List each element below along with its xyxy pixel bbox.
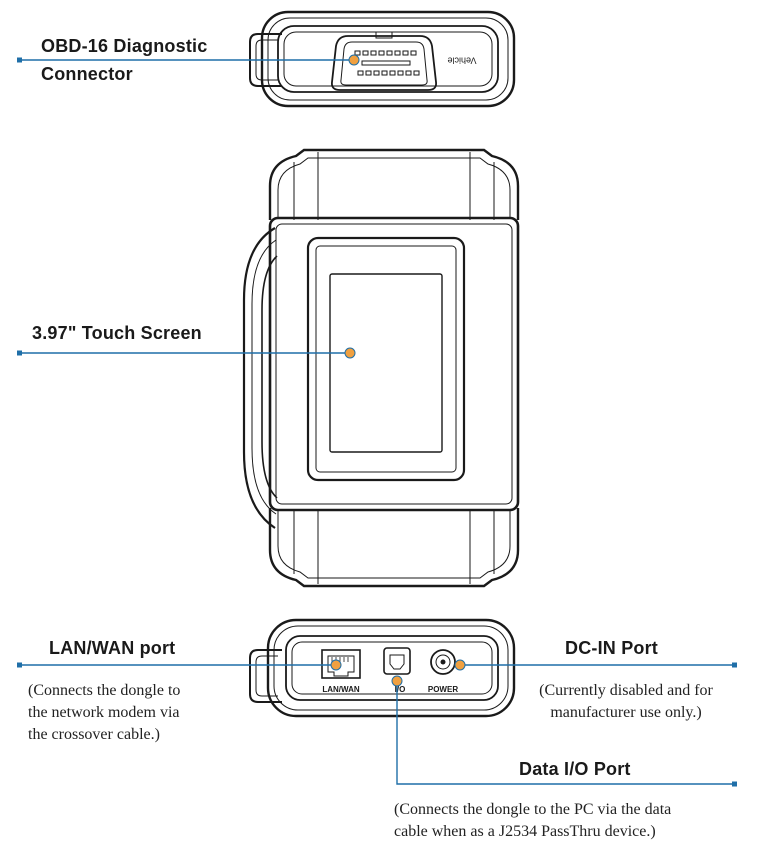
leader-lines bbox=[20, 59, 735, 785]
dcin-title: DC-IN Port bbox=[565, 638, 658, 658]
dcin-marker bbox=[454, 659, 466, 671]
dataio-marker bbox=[391, 675, 403, 687]
dcin-desc-line1: (Currently disabled and for bbox=[539, 682, 713, 699]
dcin-desc-line2: manufacturer use only.) bbox=[550, 704, 702, 721]
lan-marker bbox=[330, 659, 342, 671]
dataio-desc-line2: cable when as a J2534 PassThru device.) bbox=[394, 823, 656, 840]
lan-desc-line1: (Connects the dongle to bbox=[28, 682, 181, 699]
screen-title: 3.97" Touch Screen bbox=[32, 323, 202, 343]
lan-desc-line2: the network modem via bbox=[28, 704, 180, 721]
lan-wan-port-label: LAN/WAN bbox=[322, 685, 360, 694]
callout-markers bbox=[330, 54, 466, 687]
io-port-label: I/O bbox=[395, 685, 406, 694]
vehicle-label: Vehicle bbox=[447, 56, 476, 66]
lan-desc-line3: the crossover cable.) bbox=[28, 726, 160, 743]
dataio-title: Data I/O Port bbox=[519, 759, 631, 779]
device-bottom-view bbox=[249, 618, 516, 718]
obd-title-line2: Connector bbox=[41, 64, 133, 84]
lan-title: LAN/WAN port bbox=[49, 638, 176, 658]
dataio-desc-line1: (Connects the dongle to the PC via the d… bbox=[394, 801, 672, 818]
device-top-view bbox=[249, 10, 516, 108]
obd-marker bbox=[348, 54, 360, 66]
obd-title-line1: OBD-16 Diagnostic bbox=[41, 36, 208, 56]
device-front-view bbox=[242, 148, 520, 588]
dataio-leader-line bbox=[396, 681, 735, 785]
power-port-label: POWER bbox=[428, 685, 458, 694]
screen-marker bbox=[344, 347, 356, 359]
leader-end-squares bbox=[17, 57, 737, 787]
